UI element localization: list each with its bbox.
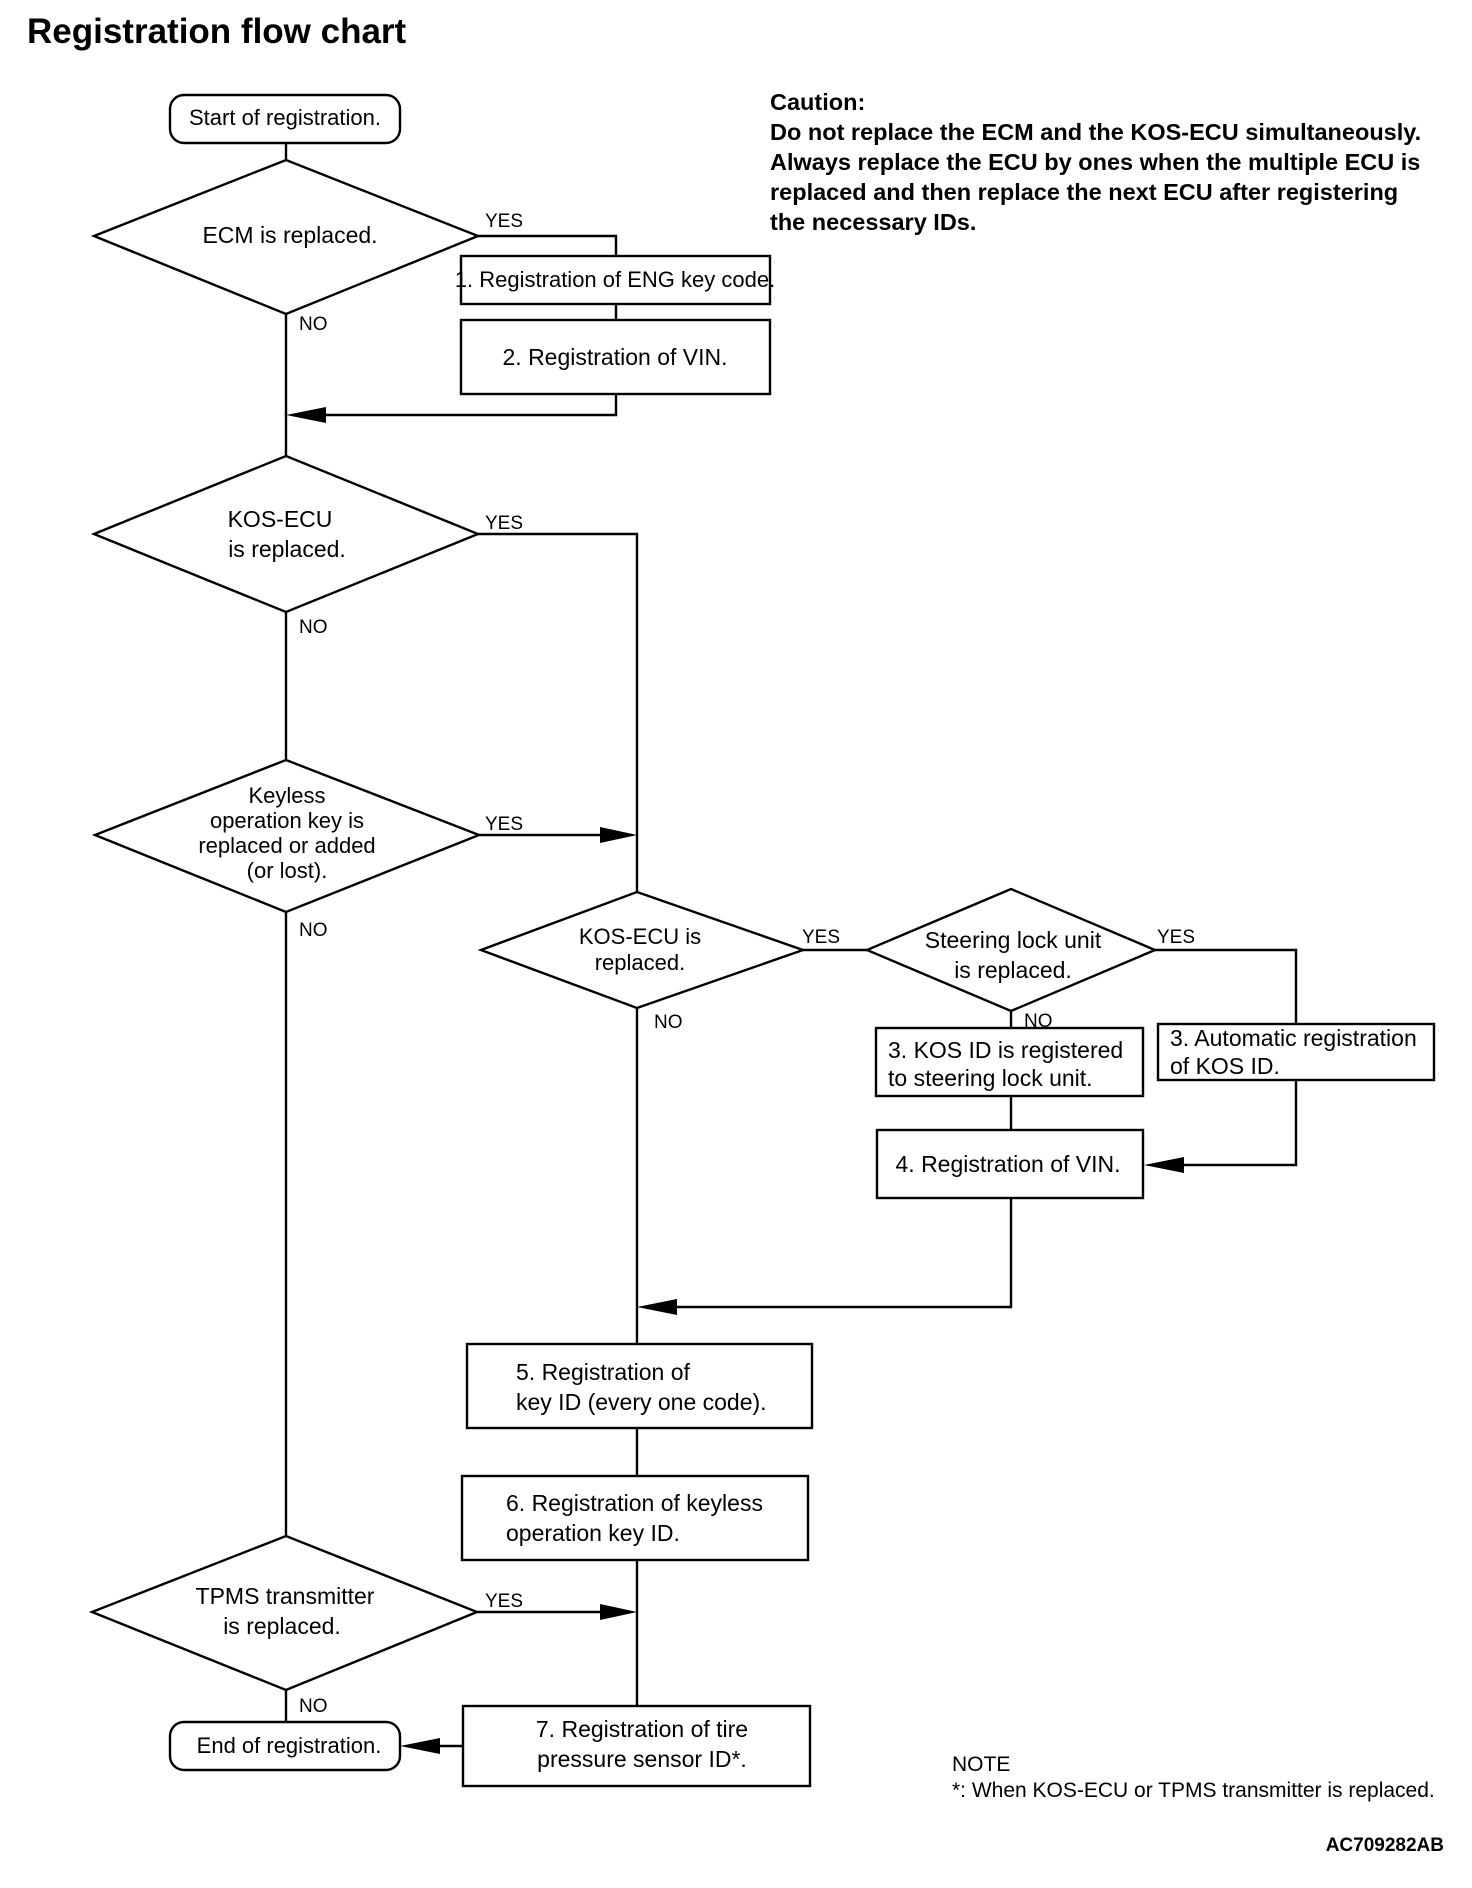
process-3-automatic-kos-id: 3. Automatic registration of KOS ID.	[1156, 1022, 1436, 1082]
decision-kos1-label-1: KOS-ECU	[228, 506, 333, 532]
no-label-ecm: NO	[299, 314, 328, 335]
no-label-steer: NO	[1024, 1011, 1053, 1032]
edge-ecm-yes	[478, 234, 618, 256]
yes-label-kos2: YES	[802, 927, 840, 948]
caution-heading: Caution:	[770, 89, 865, 115]
process-1-eng-key-code: 1. Registration of ENG key code.	[455, 254, 775, 306]
edge-steer-yes	[1155, 948, 1298, 1024]
process-5-label-1: 5. Registration of	[516, 1359, 690, 1385]
yes-label-ecm: YES	[485, 211, 523, 232]
no-label-kos2: NO	[654, 1012, 683, 1033]
process-6-label-2: operation key ID.	[506, 1520, 680, 1546]
arrowheads	[286, 407, 1184, 1754]
decision-kos2-label-2: replaced.	[595, 950, 686, 975]
process-3a-label-1: 3. KOS ID is registered	[888, 1037, 1123, 1063]
arrow-p2-return	[286, 407, 326, 423]
arrow-p7-end	[400, 1738, 440, 1754]
decision-tpms-label-2: is replaced.	[223, 1613, 341, 1639]
no-label-tpms: NO	[299, 1696, 328, 1717]
yes-label-keyless: YES	[485, 814, 523, 835]
process-7-label-1: 7. Registration of tire	[536, 1716, 748, 1742]
connectors	[284, 143, 1298, 1748]
decision-keyless-label-1: Keyless	[248, 783, 325, 808]
decision-keyless-key-replaced: Keyless operation key is replaced or add…	[91, 758, 483, 914]
end-label: End of registration.	[197, 1733, 382, 1758]
footnote: NOTE *: When KOS-ECU or TPMS transmitter…	[952, 1753, 1435, 1802]
caution-line-1: Do not replace the ECM and the KOS-ECU s…	[770, 119, 1421, 145]
edge-p4-merge	[662, 1198, 1013, 1309]
page-title: Registration flow chart	[27, 12, 407, 51]
process-1-label: 1. Registration of ENG key code.	[455, 267, 775, 292]
decision-steering-lock-replaced: Steering lock unit is replaced.	[863, 887, 1159, 1013]
caution-line-2: Always replace the ECU by ones when the …	[770, 149, 1420, 175]
start-label: Start of registration.	[189, 105, 381, 130]
process-7-label-2: pressure sensor ID*.	[537, 1746, 747, 1772]
yes-label-tpms: YES	[485, 1591, 523, 1612]
process-3a-label-2: to steering lock unit.	[888, 1065, 1093, 1091]
yes-label-steer: YES	[1157, 927, 1195, 948]
decision-kos2-label-1: KOS-ECU is	[579, 924, 701, 949]
process-2-vin: 2. Registration of VIN.	[459, 318, 772, 396]
no-label-kos1: NO	[299, 617, 328, 638]
process-3-kos-id-to-steering-lock: 3. KOS ID is registered to steering lock…	[874, 1026, 1145, 1098]
note-text: *: When KOS-ECU or TPMS transmitter is r…	[952, 1779, 1435, 1802]
process-3b-label-1: 3. Automatic registration	[1170, 1025, 1417, 1051]
process-3b-label-2: of KOS ID.	[1170, 1053, 1280, 1079]
process-6-keyless-key-id: 6. Registration of keyless operation key…	[460, 1474, 810, 1562]
decision-tpms-replaced: TPMS transmitter is replaced.	[88, 1534, 481, 1692]
process-4-label: 4. Registration of VIN.	[896, 1151, 1121, 1177]
decision-kos1-label-2: is replaced.	[228, 536, 346, 562]
decision-steer-label-1: Steering lock unit	[925, 927, 1102, 953]
note-heading: NOTE	[952, 1753, 1010, 1776]
caution-line-4: the necessary IDs.	[770, 209, 976, 235]
start-terminal: Start of registration.	[168, 93, 402, 145]
process-7-tire-pressure-sensor-id: 7. Registration of tire pressure sensor …	[461, 1704, 812, 1788]
caution-line-3: replaced and then replace the next ECU a…	[770, 179, 1398, 205]
yes-label-kos1: YES	[485, 513, 523, 534]
decision-tpms-label-1: TPMS transmitter	[196, 1583, 375, 1609]
process-6-label-1: 6. Registration of keyless	[506, 1490, 763, 1516]
arrow-tpms-yes	[600, 1604, 637, 1620]
process-4-vin: 4. Registration of VIN.	[875, 1128, 1145, 1200]
branch-labels: YES NO YES NO YES NO YES NO YES NO YES N…	[299, 211, 1195, 1717]
process-5-label-2: key ID (every one code).	[516, 1389, 767, 1415]
edge-p2-return	[310, 394, 618, 417]
decision-keyless-label-4: (or lost).	[247, 858, 328, 883]
arrow-p3b-p4	[1144, 1157, 1184, 1173]
edge-p3b-p4	[1172, 1080, 1298, 1167]
decision-keyless-label-3: replaced or added	[198, 833, 375, 858]
figure-id: AC709282AB	[1326, 1835, 1444, 1856]
decision-kos-ecu-replaced-2: KOS-ECU is replaced.	[477, 890, 807, 1010]
decision-keyless-label-2: operation key is	[210, 808, 364, 833]
decision-ecm-label: ECM is replaced.	[202, 222, 377, 248]
caution-note: Caution: Do not replace the ECM and the …	[770, 89, 1421, 235]
decision-kos-ecu-replaced: KOS-ECU is replaced.	[90, 454, 482, 614]
decision-ecm-replaced: ECM is replaced.	[90, 158, 482, 316]
process-2-label: 2. Registration of VIN.	[503, 344, 728, 370]
process-5-key-id: 5. Registration of key ID (every one cod…	[465, 1342, 814, 1430]
arrow-merge	[637, 1299, 677, 1315]
decision-steer-label-2: is replaced.	[954, 957, 1072, 983]
arrow-keyless-yes	[600, 827, 637, 843]
no-label-keyless: NO	[299, 920, 328, 941]
end-terminal: End of registration.	[168, 1720, 402, 1772]
edge-kos1-yes	[478, 532, 639, 892]
